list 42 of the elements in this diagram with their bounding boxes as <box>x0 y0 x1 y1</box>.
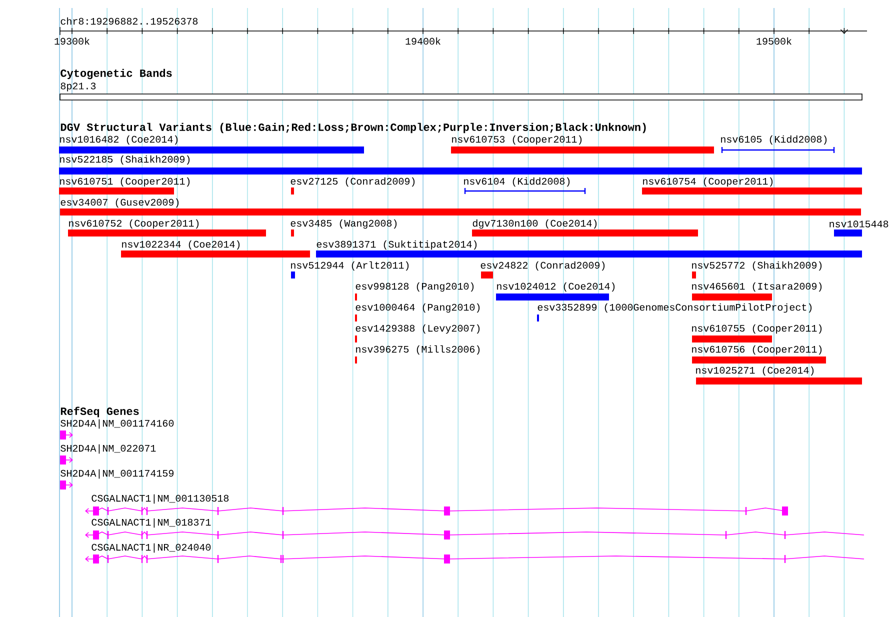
variant-label: esv3485 (Wang2008) <box>290 219 397 229</box>
gene-label: SH2D4A|NM_001174160 <box>60 419 174 429</box>
variant-label: dgv7130n100 (Coe2014) <box>472 219 597 229</box>
variant-label: nsv6105 (Kidd2008) <box>721 135 827 145</box>
tick-label: 19400k <box>406 37 440 45</box>
tick-label: 19500k <box>756 37 792 45</box>
variant-label: esv3891371 (Suktitipat2014) <box>316 240 477 250</box>
variant-label: esv27125 (Conrad2009) <box>290 177 415 187</box>
variant-label: nsv610756 (Cooper2011) <box>692 345 822 355</box>
variant-label: esv1000464 (Pang2010) <box>356 303 480 313</box>
band-label: 8p21.3 <box>60 82 96 92</box>
variant-label: nsv522185 (Shaikh2009) <box>60 155 190 165</box>
variant-label: nsv525772 (Shaikh2009) <box>692 261 822 271</box>
variant-label: nsv465601 (Itsara2009) <box>692 282 822 292</box>
gene-label: CSGALNACT1|NR_024040 <box>92 543 211 553</box>
variant-label: nsv1025271 (Coe2014) <box>696 366 814 376</box>
variant-label: nsv1024012 (Coe2014) <box>497 282 615 292</box>
variant-label: nsv610755 (Cooper2011) <box>692 324 822 334</box>
variant-label: nsv6104 (Kidd2008) <box>464 177 570 187</box>
variant-label: nsv396275 (Mills2006) <box>356 345 480 355</box>
tick-label: 19300k <box>54 37 90 45</box>
variant-label: esv3352899 (1000GenomesConsortiumPilotProject) <box>538 303 812 313</box>
gene-label: CSGALNACT1|NM_001130518 <box>92 494 229 504</box>
variant-label: esv34007 (Gusev2009) <box>60 198 179 208</box>
track-heading: RefSeq Genes <box>60 406 139 418</box>
variant-label: nsv610753 (Cooper2011) <box>452 135 582 145</box>
variant-label: nsv1022344 (Coe2014) <box>122 240 240 250</box>
position-title: chr8:19296882..19526378 <box>60 17 198 25</box>
variant-label: nsv512944 (Arlt2011) <box>291 261 409 271</box>
gene-label: SH2D4A|NM_022071 <box>60 444 156 454</box>
variant-label: nsv610754 (Cooper2011) <box>643 177 773 187</box>
gene-label: CSGALNACT1|NM_018371 <box>92 518 211 528</box>
variant-label: nsv610752 (Cooper2011) <box>69 219 199 229</box>
variant-label: esv1429388 (Levy2007) <box>356 324 480 334</box>
track-heading: DGV Structural Variants (Blue:Gain;Red:Loss;Brown:Complex;Purple:Inversion;Black:Unknown) <box>60 122 646 134</box>
track-heading: Cytogenetic Bands <box>60 68 172 80</box>
variant-label: nsv1015448 <box>830 220 888 228</box>
variant-label: esv998128 (Pang2010) <box>356 282 474 292</box>
gene-label: SH2D4A|NM_001174159 <box>60 469 174 479</box>
variant-label: nsv1016482 (Coe2014) <box>60 135 178 145</box>
variant-label: esv24822 (Conrad2009) <box>480 261 605 271</box>
variant-label: nsv610751 (Cooper2011) <box>60 177 190 187</box>
